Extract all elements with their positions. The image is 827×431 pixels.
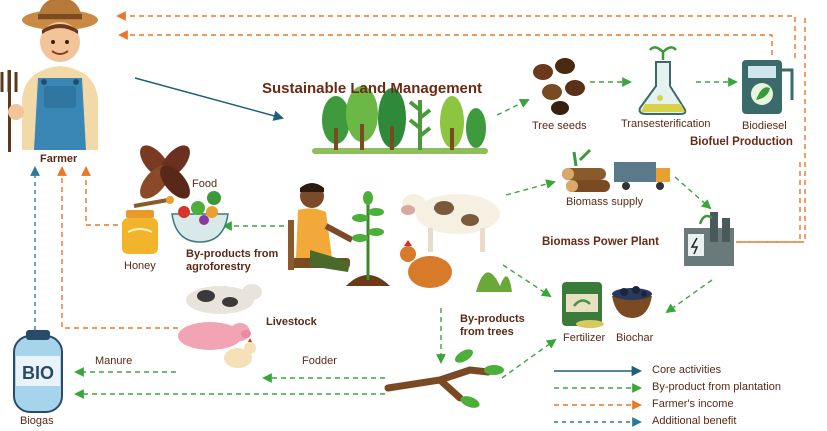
branch-illustration — [384, 349, 504, 408]
core-arrow-farmer-slm — [134, 77, 285, 121]
label-biomass-supply: Biomass supply — [566, 196, 644, 208]
honey-jar-illustration — [122, 196, 174, 254]
food-bowl-illustration — [171, 191, 229, 243]
legend-label-byproduct: By-product from plantation — [652, 381, 782, 393]
arrow-slm-seeds — [496, 99, 530, 116]
diagram-title: Sustainable Land Management — [262, 80, 483, 97]
label-fodder: Fodder — [302, 355, 337, 367]
label-food: Food — [192, 178, 218, 190]
label-tree-seeds: Tree seeds — [532, 120, 587, 132]
income-arrow-biodiesel-outer — [116, 11, 796, 58]
label-farmer: Farmer — [40, 153, 78, 165]
income-arrow-livestock — [57, 166, 178, 329]
livestock-illustration — [178, 284, 262, 368]
label-biomass-power-plant: Biomass Power Plant — [542, 236, 659, 248]
cacao-illustration — [140, 145, 190, 199]
label-byproducts-trees: By-products from trees — [460, 313, 525, 338]
byproduct-arrows — [74, 77, 801, 399]
biomass-logs-illustration — [562, 148, 610, 192]
biogas-tank-illustration — [13, 330, 63, 413]
arrow-plant-income — [740, 158, 801, 243]
label-biodiesel: Biodiesel — [742, 120, 787, 132]
planting-person-illustration — [288, 183, 390, 286]
truck-illustration — [614, 162, 670, 190]
income-arrow-powerplant — [736, 16, 806, 243]
label-fertilizer: Fertilizer — [563, 332, 606, 344]
flask-illustration — [638, 46, 687, 115]
label-biogas: Biogas — [20, 415, 54, 427]
label-transesterification: Transesterification — [621, 118, 711, 130]
label-biochar: Biochar — [616, 332, 654, 344]
farmer-illustration — [0, 0, 98, 152]
power-plant-illustration — [684, 212, 734, 266]
income-arrow-honey — [81, 166, 118, 226]
arrow-center-biomass — [505, 179, 556, 196]
biochar-bowl-illustration — [612, 286, 652, 318]
label-honey: Honey — [124, 260, 156, 272]
legend-label-income: Farmer's income — [652, 398, 734, 410]
arrow-center-fertilizer — [502, 264, 552, 298]
fertilizer-bag-illustration — [562, 282, 604, 328]
label-livestock: Livestock — [266, 316, 317, 328]
arrow-branch-fertilizer — [501, 338, 557, 379]
arrow-biomass-plant — [674, 176, 712, 210]
tree-seeds-illustration — [533, 58, 585, 115]
biogas-tank-label: BIO — [22, 363, 54, 383]
label-manure: Manure — [95, 355, 133, 367]
trees-illustration — [312, 86, 488, 154]
cow-hen-illustration — [400, 194, 512, 292]
legend-label-benefit: Additional benefit — [652, 415, 737, 427]
income-arrow-biodiesel-inner — [118, 30, 773, 55]
legend — [554, 365, 643, 427]
income-arrows — [57, 11, 796, 329]
label-byproducts-agroforestry: By-products from agroforestry — [186, 248, 279, 273]
biodiesel-pump-illustration — [742, 60, 794, 114]
legend-label-core: Core activities — [652, 364, 722, 376]
arrow-plant-fertilizer — [665, 279, 713, 314]
label-biofuel-production: Biofuel Production — [690, 136, 793, 148]
